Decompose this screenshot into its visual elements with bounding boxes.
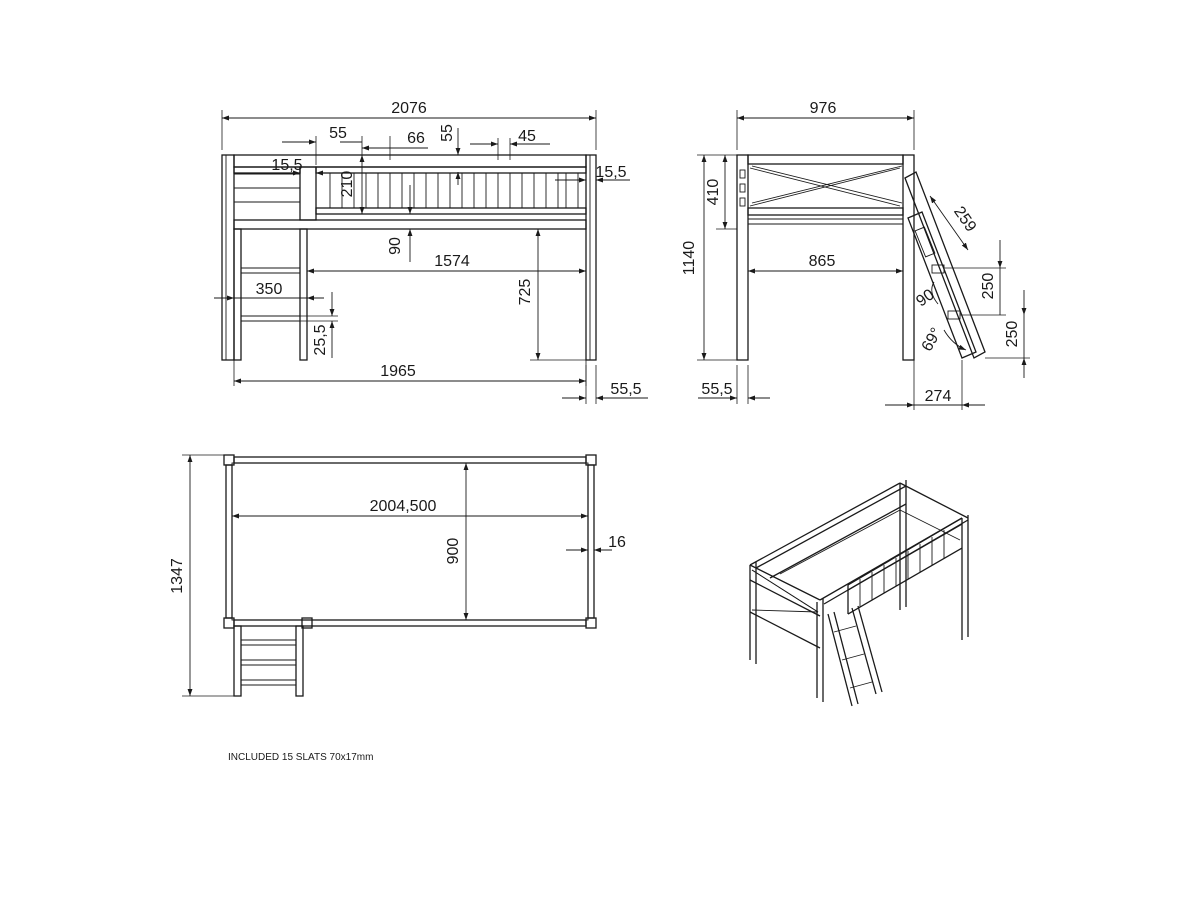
dim-front-baluster-gap: 55	[439, 124, 461, 185]
dim-top-mattress-length: 2004,500	[232, 498, 588, 519]
dim-label: 1140	[681, 241, 698, 276]
dim-label: 410	[705, 179, 722, 206]
dim-label: 865	[809, 253, 836, 270]
dim-side-inner-width: 865	[748, 253, 903, 274]
dim-label: 250	[980, 273, 997, 300]
dim-front-post-span: 1965	[233, 360, 587, 386]
dim-front-rail-offset-right: 15,5	[555, 164, 630, 183]
dim-side-rung-step-upper: 250	[944, 240, 1006, 316]
dim-label: 350	[256, 281, 283, 298]
front-view-balusters	[329, 172, 579, 209]
dim-side-overall-width: 976	[736, 100, 915, 150]
dim-label: 900	[445, 538, 462, 565]
dim-front-rail-drop: 90	[387, 185, 413, 262]
dim-front-ladder-width: 350	[214, 281, 324, 301]
dim-side-overall-height: 1140	[681, 154, 737, 361]
side-view-ladder	[904, 171, 986, 359]
dim-side-rung-length: 259	[929, 195, 979, 251]
dim-label: 45	[518, 128, 536, 145]
dim-label: 55	[439, 124, 456, 142]
dim-front-rail-height: 210	[339, 155, 365, 214]
dim-label: 2076	[391, 100, 427, 117]
dim-top-rail-offset: 16	[566, 534, 626, 553]
front-view: 2076 55 66 55 45	[214, 100, 648, 404]
dim-front-underside-height: 725	[517, 229, 586, 361]
dim-label: 274	[925, 388, 952, 405]
isometric-view	[749, 480, 969, 707]
top-view: 1347 2004,500 900 16	[169, 454, 626, 697]
dim-label: 1574	[434, 253, 470, 270]
side-view: 976 1140 410 865 259	[681, 100, 1030, 410]
dim-front-baluster-width: 45	[470, 128, 550, 160]
dim-front-ladder-offset: 25,5	[300, 292, 338, 358]
dim-label: 725	[517, 279, 534, 306]
dim-label: 66	[407, 130, 425, 147]
dim-front-post-thickness: 55,5	[562, 365, 648, 404]
dim-label: 25,5	[312, 324, 329, 355]
dim-label: 55,5	[701, 381, 732, 398]
dim-label: 1965	[380, 363, 416, 380]
dim-label: 55	[329, 125, 347, 142]
dim-label: 55,5	[610, 381, 641, 398]
dim-side-top-section: 410	[705, 155, 737, 230]
dim-label: 16	[608, 534, 626, 551]
dim-front-inner-length: 1574	[307, 229, 587, 275]
dim-label: 69°	[919, 325, 946, 354]
dim-front-overall-length: 2076	[221, 100, 597, 150]
dim-top-overall-width: 1347	[169, 454, 234, 697]
dim-label: 250	[1004, 321, 1021, 348]
dim-front-rail-offset-left: 15,5	[270, 157, 340, 176]
dim-side-ladder-foot: 274	[885, 360, 985, 410]
dim-label: 976	[810, 100, 837, 117]
dim-label: 210	[339, 171, 356, 198]
dim-label: 15,5	[595, 164, 626, 181]
side-view-frame	[736, 154, 915, 361]
dim-label: 1347	[169, 558, 186, 594]
dim-label: 2004,500	[370, 498, 437, 515]
slats-note: INCLUDED 15 SLATS 70x17mm	[228, 752, 373, 763]
dim-label: 90	[387, 237, 404, 255]
top-view-ladder	[233, 625, 304, 697]
dim-front-rail-gap: 55	[282, 125, 362, 165]
dim-side-post-thickness: 55,5	[698, 365, 770, 404]
top-view-frame	[223, 454, 597, 629]
dim-label: 15,5	[271, 157, 302, 174]
dim-top-mattress-width: 900	[445, 463, 469, 620]
front-view-frame	[221, 154, 597, 361]
dim-label: 90	[913, 286, 937, 310]
dim-side-rung-step-lower: 250	[985, 290, 1030, 378]
